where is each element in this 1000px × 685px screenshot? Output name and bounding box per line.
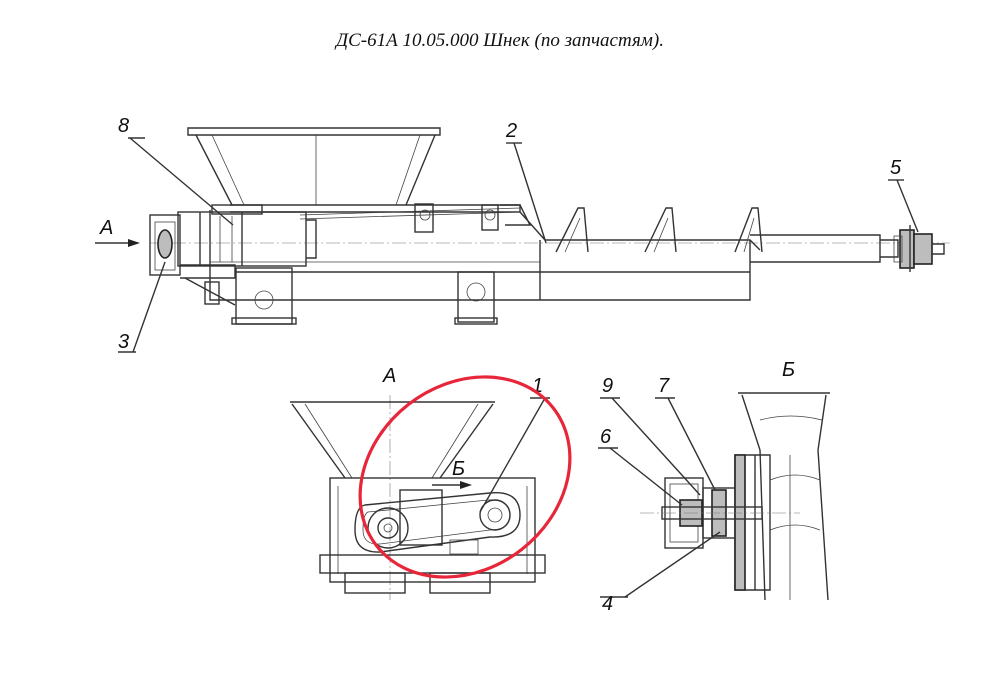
view-b-label: Б	[782, 359, 795, 381]
screw-flights	[555, 207, 763, 253]
view-a-arrow-label: А	[99, 217, 113, 239]
motor	[177, 204, 317, 267]
callout-8: 8	[118, 115, 129, 137]
leader-9	[611, 397, 701, 496]
upper-rail	[230, 203, 532, 233]
callout-7: 7	[658, 375, 670, 397]
leader-5	[609, 447, 683, 506]
leader-7	[667, 397, 716, 491]
main-side-view: А 8 2 5 3	[95, 115, 950, 353]
leader-4	[624, 531, 721, 598]
drive-housing	[149, 214, 236, 306]
callout-3: 3	[118, 331, 129, 353]
screw-shaft	[750, 234, 899, 263]
hopper	[187, 127, 441, 206]
section-b-arrow-label: Б	[452, 458, 465, 480]
callout-1: 1	[532, 375, 543, 397]
view-a: А Б	[290, 365, 572, 600]
view-a-label: А	[382, 365, 396, 387]
callout-4: 4	[602, 593, 613, 615]
leader-2	[513, 142, 547, 244]
callout-2: 2	[505, 120, 517, 142]
view-a-arrow: А	[95, 217, 140, 247]
middle-support	[454, 271, 498, 325]
highlight-ellipse	[358, 375, 572, 579]
drawing-title: ДС-61А 10.05.000 Шнек (по запчастям).	[336, 30, 664, 51]
leader-1	[479, 397, 546, 513]
end-bearing	[893, 225, 945, 272]
leader-8	[129, 137, 234, 226]
callout-9: 9	[602, 375, 613, 397]
callout-5: 6	[600, 426, 612, 448]
view-b: Б 9 7	[598, 359, 830, 615]
leader-3	[132, 261, 166, 353]
callout-6: 5	[890, 157, 902, 179]
leader-6	[896, 179, 919, 233]
left-support	[231, 267, 297, 325]
